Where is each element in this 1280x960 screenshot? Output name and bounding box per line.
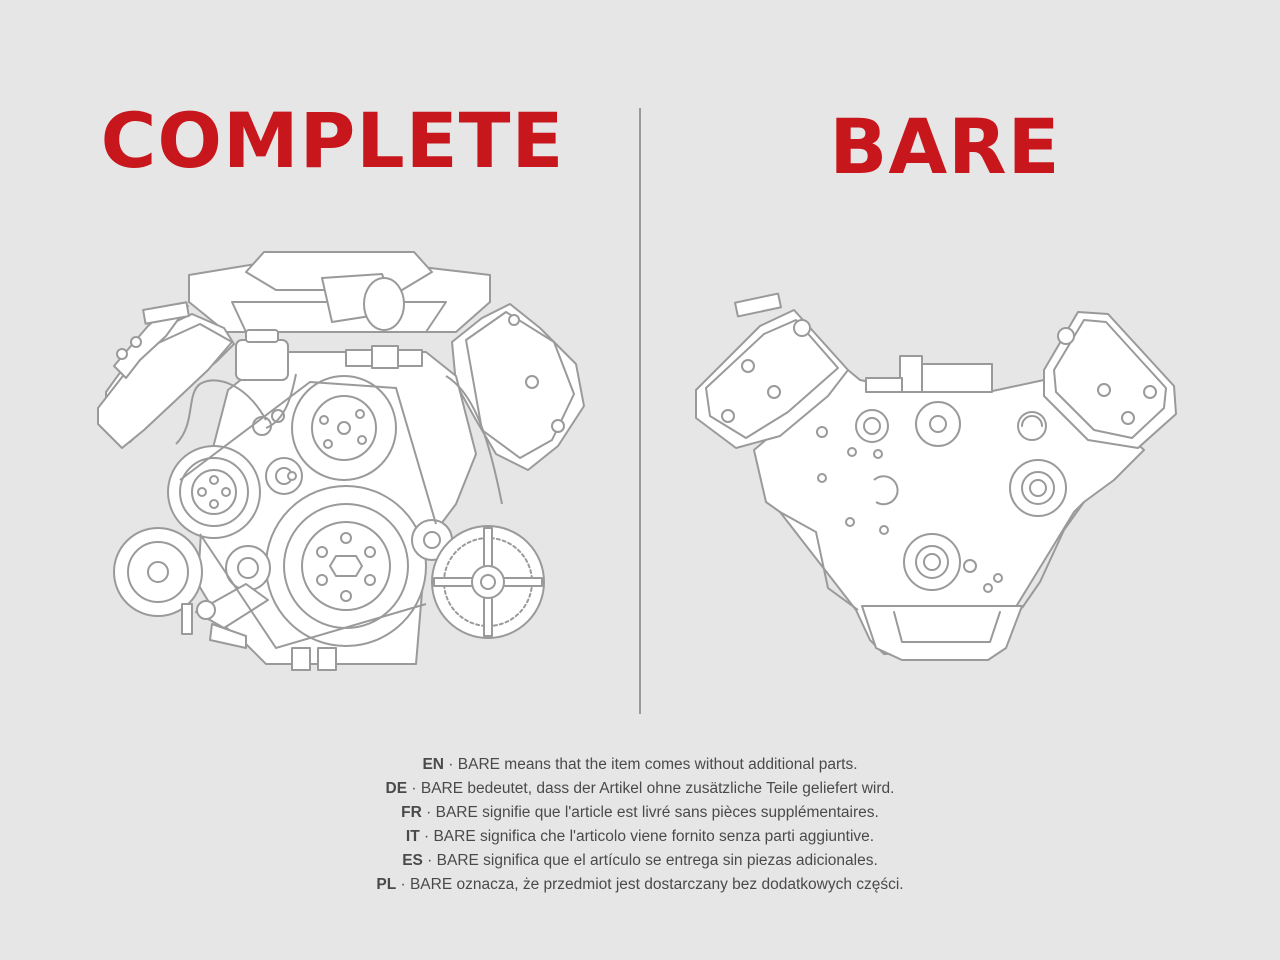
note-text: BARE signifie que l'article est livré sa…: [435, 804, 879, 821]
note-text: BARE bedeutet, dass der Artikel ohne zus…: [420, 780, 895, 797]
note-pl: PL · BARE oznacza, że przedmiot jest dos…: [0, 873, 1280, 897]
note-text: BARE oznacza, że przedmiot jest dostarcz…: [409, 876, 904, 893]
note-en: EN · BARE means that the item comes with…: [0, 753, 1280, 777]
note-it: IT · BARE significa che l'articolo viene…: [0, 825, 1280, 849]
note-separator: ·: [396, 876, 410, 893]
note-separator: ·: [444, 756, 458, 773]
note-es: ES · BARE significa que el artículo se e…: [0, 849, 1280, 873]
lang-code: FR: [401, 804, 422, 821]
note-separator: ·: [419, 828, 434, 845]
note-fr: FR · BARE signifie que l'article est liv…: [0, 801, 1280, 825]
complete-title: COMPLETE: [100, 96, 565, 185]
note-text: BARE significa que el artículo se entreg…: [436, 852, 878, 869]
note-separator: ·: [421, 804, 436, 821]
language-notes: EN · BARE means that the item comes with…: [0, 753, 1280, 897]
bare-engine-block-illustration: [695, 292, 1177, 661]
lang-code: PL: [376, 876, 397, 893]
note-text: BARE significa che l'articolo viene forn…: [433, 828, 875, 845]
note-separator: ·: [407, 780, 421, 797]
note-separator: ·: [422, 852, 437, 869]
note-de: DE · BARE bedeutet, dass der Artikel ohn…: [0, 777, 1280, 801]
lang-code: IT: [405, 828, 420, 845]
lang-code: ES: [402, 852, 423, 869]
complete-engine-illustration: [97, 251, 585, 671]
lang-code: DE: [385, 780, 408, 797]
bare-title: BARE: [829, 102, 1061, 191]
center-divider: [639, 108, 641, 714]
note-text: BARE means that the item comes without a…: [457, 756, 858, 773]
lang-code: EN: [422, 756, 444, 773]
